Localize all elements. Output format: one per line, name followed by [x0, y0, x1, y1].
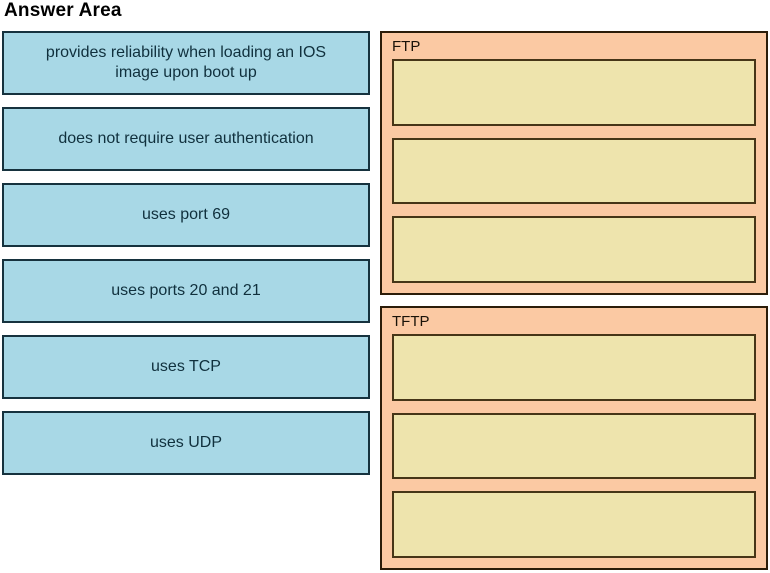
statement-card-uses-tcp[interactable]: uses TCP [2, 335, 370, 399]
ftp-drop-slot-2[interactable] [392, 137, 756, 205]
statement-card-uses-udp[interactable]: uses UDP [2, 411, 370, 475]
tftp-drop-slot-3[interactable] [392, 491, 756, 559]
ftp-bucket-label: FTP [392, 38, 421, 55]
statement-card-ios-boot[interactable]: provides reliability when loading an IOS… [2, 31, 370, 95]
statements-column: provides reliability when loading an IOS… [2, 31, 370, 475]
statement-card-port-69[interactable]: uses port 69 [2, 183, 370, 247]
tftp-bucket-label: TFTP [392, 313, 430, 330]
buckets-column: FTP TFTP [380, 31, 768, 570]
tftp-drop-slot-2[interactable] [392, 412, 756, 480]
ftp-drop-slot-1[interactable] [392, 59, 756, 126]
ftp-slots [392, 59, 756, 284]
ftp-bucket: FTP [380, 31, 768, 295]
tftp-slots [392, 334, 756, 559]
tftp-drop-slot-1[interactable] [392, 334, 756, 401]
statement-card-ports-20-21[interactable]: uses ports 20 and 21 [2, 259, 370, 323]
page-title: Answer Area [4, 0, 122, 21]
tftp-bucket: TFTP [380, 306, 768, 570]
ftp-drop-slot-3[interactable] [392, 216, 756, 284]
statement-card-no-auth[interactable]: does not require user authentication [2, 107, 370, 171]
